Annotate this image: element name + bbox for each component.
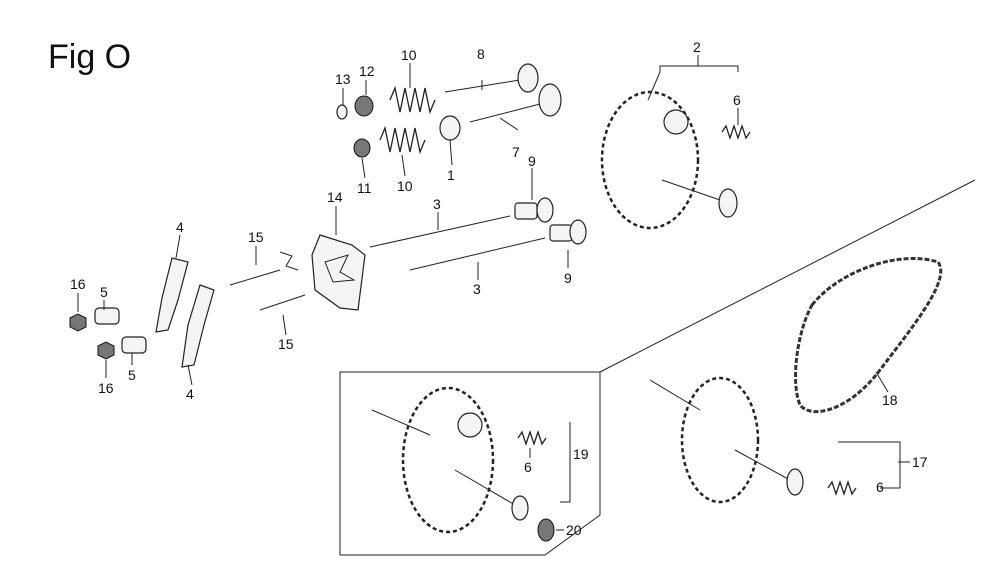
label-18: 18	[882, 392, 898, 408]
stud-15-lower	[259, 294, 306, 311]
label-11: 11	[357, 180, 372, 196]
valve-7	[469, 83, 562, 123]
stud-indicator	[279, 251, 299, 271]
spring-6-lower-right	[827, 479, 857, 497]
pivot-5-upper	[94, 307, 120, 325]
label-3-lower: 3	[473, 281, 481, 297]
camshaft-assembly-17	[649, 376, 804, 504]
label-16-lower: 16	[98, 380, 114, 396]
valve-8	[444, 63, 539, 93]
label-19: 19	[573, 446, 589, 462]
label-1: 1	[447, 167, 455, 183]
label-5-upper: 5	[100, 284, 108, 300]
label-4-upper: 4	[176, 219, 184, 235]
leader-lines	[77, 55, 910, 531]
label-15-upper: 15	[248, 229, 264, 245]
tappet-9-upper	[514, 197, 554, 223]
cotter-13	[336, 104, 348, 120]
rocker-arm-4-upper	[155, 257, 189, 333]
retainer-11	[353, 138, 371, 158]
label-7: 7	[512, 144, 520, 160]
spring-6-inset	[517, 429, 547, 447]
label-16-upper: 16	[70, 276, 86, 292]
push-rod-3-upper	[369, 215, 511, 248]
label-12: 12	[359, 63, 375, 79]
pivot-5-lower	[121, 336, 147, 354]
push-rod-3-lower	[409, 237, 546, 271]
label-9-upper: 9	[528, 153, 536, 169]
label-6-inset: 6	[524, 459, 532, 475]
label-9-lower: 9	[564, 270, 572, 286]
inset-frame	[339, 179, 976, 556]
nut-16-upper	[69, 313, 87, 332]
label-10-upper: 10	[401, 47, 417, 63]
label-2: 2	[693, 39, 701, 55]
spring-6-top	[721, 123, 751, 141]
stud-15-upper	[229, 269, 281, 286]
guide-plate-14	[311, 234, 366, 311]
tappet-9-lower	[549, 219, 587, 245]
camshaft-assembly-2	[600, 90, 738, 230]
valve-spring-lower	[379, 125, 426, 155]
label-3-upper: 3	[433, 196, 441, 212]
label-8: 8	[477, 46, 485, 62]
figure-title: Fig O	[48, 38, 131, 76]
label-17: 17	[912, 454, 928, 470]
seal-1	[439, 115, 461, 141]
label-5-lower: 5	[128, 367, 136, 383]
label-15-lower: 15	[278, 336, 294, 352]
label-20: 20	[566, 522, 582, 538]
label-13: 13	[335, 71, 351, 87]
label-4-lower: 4	[186, 386, 194, 402]
camshaft-assembly-19	[371, 386, 529, 534]
label-14: 14	[327, 189, 343, 205]
washer-20	[537, 518, 555, 542]
nut-16-lower	[97, 341, 115, 360]
label-6-lower-right: 6	[876, 479, 884, 495]
label-6-top: 6	[733, 92, 741, 108]
valve-spring-upper	[389, 85, 436, 115]
retainer-12	[354, 95, 374, 117]
timing-chain-18	[794, 257, 943, 414]
rocker-arm-4-lower	[181, 284, 215, 368]
label-10-lower: 10	[397, 178, 413, 194]
